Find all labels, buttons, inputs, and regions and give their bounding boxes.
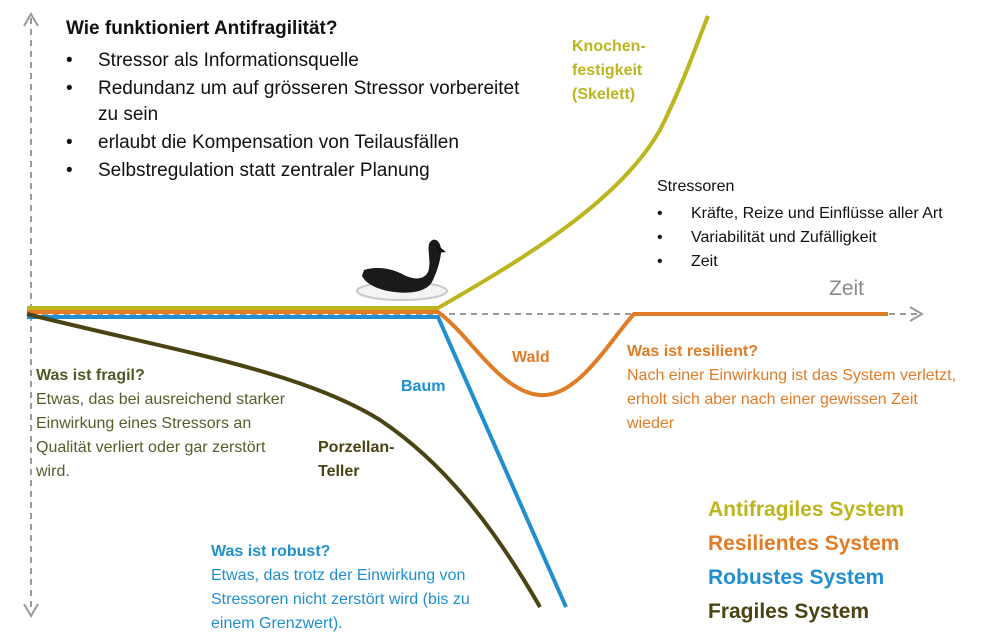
resilient-curve <box>27 310 888 398</box>
knochen-label-line: (Skelett) <box>572 86 636 103</box>
antifragile-curve <box>27 15 710 310</box>
knochen-label-line: festigkeit <box>572 62 643 79</box>
stressoren-bullet: Zeit <box>657 250 943 274</box>
intro-bullets: Stressor als Informationsquelle Redundan… <box>66 48 526 186</box>
intro-title: Wie funktioniert Antifragilität? <box>66 18 338 39</box>
resilient-heading: Was ist resilient? <box>627 343 758 360</box>
intro-bullet: Selbstregulation statt zentraler Planung <box>66 158 526 184</box>
baum-label: Baum <box>401 378 446 395</box>
legend-item-antifragile: Antifragiles System <box>708 498 905 521</box>
stressoren-bullets: Kräfte, Reize und Einflüsse aller Art Va… <box>657 202 943 274</box>
wald-label: Wald <box>512 349 550 366</box>
intro-bullet: Redundanz um auf grösseren Stressor vorb… <box>66 76 526 128</box>
y-axis-arrow-bottom <box>23 603 39 618</box>
resilient-box: Was ist resilient? Nach einer Einwirkung… <box>627 340 957 436</box>
porzellan-label-line: Teller <box>318 463 360 480</box>
y-axis-arrow-top <box>23 12 39 27</box>
knochen-label: Knochen- festigkeit (Skelett) <box>572 35 646 107</box>
robust-box: Was ist robust? Etwas, das trotz der Ein… <box>211 540 511 636</box>
x-axis-arrow <box>909 306 924 322</box>
intro-bullet: erlaubt die Kompensation von Teilausfäll… <box>66 130 526 156</box>
fragil-box: Was ist fragil? Etwas, das bei ausreiche… <box>36 364 301 484</box>
stressoren-bullet: Variabilität und Zufälligkeit <box>657 226 943 250</box>
knochen-label-line: Knochen- <box>572 38 646 55</box>
fragile-curve <box>26 312 542 608</box>
robust-text: Etwas, das trotz der Einwirkung von Stre… <box>211 567 470 632</box>
stressoren-bullet: Kräfte, Reize und Einflüsse aller Art <box>657 202 943 226</box>
legend-item-resilient: Resilientes System <box>708 532 900 555</box>
fragil-heading: Was ist fragil? <box>36 367 145 384</box>
porzellan-label-line: Porzellan- <box>318 439 395 456</box>
intro-bullet: Stressor als Informationsquelle <box>66 48 526 74</box>
robust-heading: Was ist robust? <box>211 543 331 560</box>
resilient-text: Nach einer Einwirkung ist das System ver… <box>627 367 957 432</box>
stressoren-title: Stressoren <box>657 178 735 195</box>
legend: Antifragiles System Resilientes System R… <box>708 493 904 629</box>
legend-item-robust: Robustes System <box>708 566 885 589</box>
robust-curve <box>27 315 568 608</box>
porzellan-label: Porzellan- Teller <box>318 436 394 484</box>
black-swan-icon <box>356 239 448 301</box>
legend-item-fragile: Fragiles System <box>708 600 870 623</box>
x-axis-label: Zeit <box>829 277 865 300</box>
fragil-text: Etwas, das bei ausreichend starker Einwi… <box>36 391 286 480</box>
